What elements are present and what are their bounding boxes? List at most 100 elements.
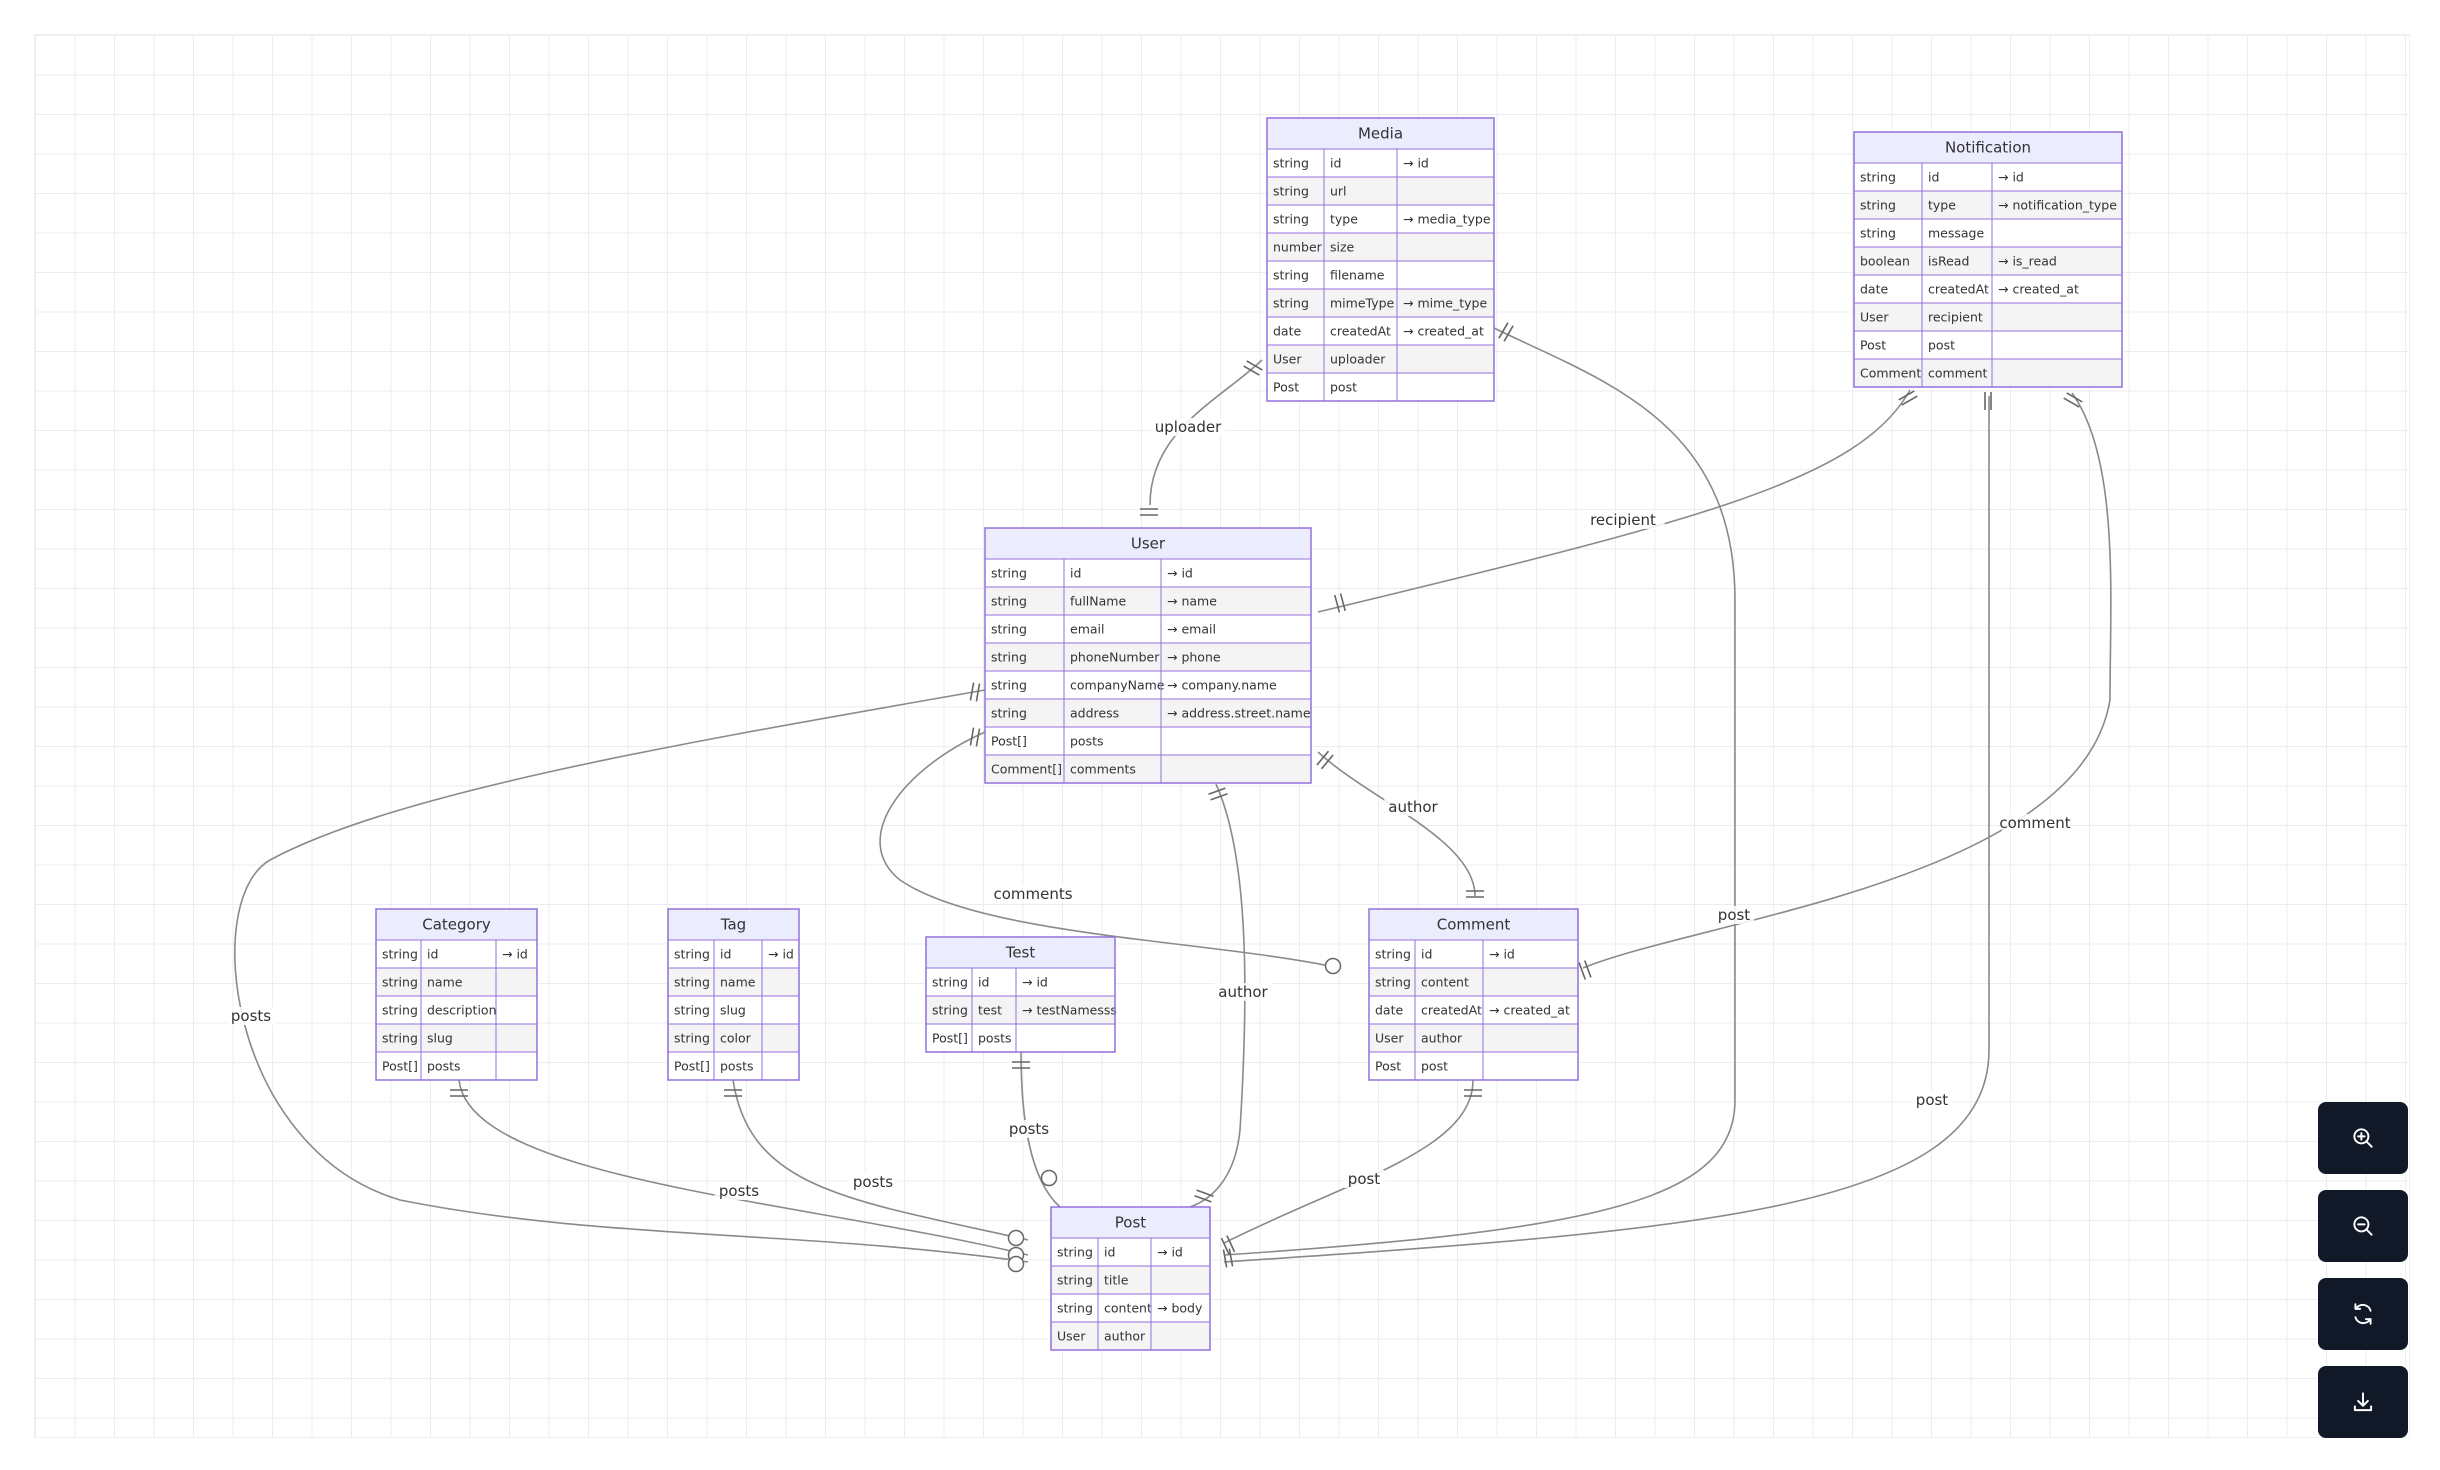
one-marker [1334, 593, 1346, 613]
attribute-mapping: → id [768, 947, 794, 962]
relationship-line-user-comments [879, 731, 1331, 967]
zero-many-marker [1324, 957, 1342, 975]
attribute-row [985, 559, 1311, 587]
refresh-icon [2354, 1303, 2372, 1325]
attribute-mapping: → name [1167, 594, 1217, 609]
zoom-in-icon [2353, 1128, 2373, 1148]
attribute-row [1267, 149, 1494, 177]
attribute-type: string [1375, 947, 1411, 962]
one-marker-bar [2066, 392, 2083, 403]
attribute-row [1267, 289, 1494, 317]
attribute-type: string [1057, 1273, 1093, 1288]
zoom-in-button[interactable] [2318, 1102, 2408, 1174]
attribute-type: string [991, 706, 1027, 721]
attribute-name: id [1070, 566, 1081, 581]
one-marker [1194, 1189, 1214, 1203]
attribute-name: uploader [1330, 352, 1386, 367]
attribute-name: email [1070, 622, 1104, 637]
attribute-row [1267, 233, 1494, 261]
attribute-type: string [1860, 226, 1896, 241]
relationship-line-category-posts [458, 1079, 1029, 1256]
attribute-name: createdAt [1330, 324, 1391, 339]
attribute-row [668, 1024, 799, 1052]
attribute-row [668, 968, 799, 996]
one-marker-bar [1898, 390, 1915, 401]
attribute-name: id [1421, 947, 1432, 962]
attribute-name: comments [1070, 762, 1136, 777]
relationship-label-notification-post: post [1916, 1091, 1949, 1109]
attribute-type: string [1375, 975, 1411, 990]
attribute-name: description [427, 1003, 497, 1018]
entity-title: Comment [1437, 916, 1511, 934]
relationship-line-post-author [1189, 783, 1246, 1208]
attribute-name: companyName [1070, 678, 1165, 693]
relationship-line-user-posts [234, 689, 1029, 1263]
attribute-type: User [1273, 352, 1302, 367]
zero-many-marker [1007, 1255, 1025, 1273]
attribute-row [376, 996, 537, 1024]
attribute-type: string [991, 678, 1027, 693]
attribute-row [1854, 331, 2122, 359]
relationship-label-notification-recipient: recipient [1590, 511, 1656, 529]
zoom-out-button[interactable] [2318, 1190, 2408, 1262]
attribute-type: User [1057, 1329, 1086, 1344]
attribute-row [926, 968, 1115, 996]
reset-view-button[interactable] [2318, 1278, 2408, 1350]
relationship-label-category-posts: posts [719, 1182, 759, 1200]
attribute-row [1854, 359, 2122, 387]
one-marker-bar [1246, 360, 1263, 371]
download-button[interactable] [2318, 1366, 2408, 1438]
entity-title: Media [1358, 125, 1403, 143]
attribute-mapping: → media_type [1403, 212, 1491, 227]
attribute-type: string [382, 1003, 418, 1018]
attribute-mapping: → body [1157, 1301, 1203, 1316]
one-marker-bar [975, 683, 981, 702]
one-marker-bar [1316, 750, 1330, 766]
attribute-type: string [382, 947, 418, 962]
attribute-name: recipient [1928, 310, 1983, 325]
one-marker [1578, 960, 1592, 980]
entity-border [1853, 131, 2123, 388]
attribute-name: message [1928, 226, 1984, 241]
zero-many-marker [1007, 1229, 1025, 1247]
relationship-label-bg [1343, 1170, 1385, 1188]
attribute-name: type [1928, 198, 1956, 213]
attribute-name: filename [1330, 268, 1385, 283]
attribute-name: name [720, 975, 756, 990]
attribute-type: date [1273, 324, 1301, 339]
one-marker [1984, 392, 1992, 410]
attribute-row [668, 996, 799, 1024]
attribute-name: address [1070, 706, 1119, 721]
relationship-line-comment-post [1223, 1079, 1474, 1244]
one-marker [1140, 508, 1158, 516]
attribute-row [1854, 191, 2122, 219]
one-marker [2063, 392, 2083, 408]
relationship-label-user-comments: comments [993, 885, 1072, 903]
attribute-type: string [1860, 170, 1896, 185]
attribute-name: createdAt [1928, 282, 1989, 297]
attribute-row [1267, 345, 1494, 373]
attribute-name: size [1330, 240, 1355, 255]
attribute-name: isRead [1928, 254, 1969, 269]
attribute-type: string [1273, 296, 1309, 311]
attribute-row [1854, 303, 2122, 331]
relationship-label-bg [995, 885, 1071, 903]
relationship-line-test-posts [1020, 1051, 1061, 1208]
attribute-type: string [1273, 268, 1309, 283]
attribute-type: string [991, 594, 1027, 609]
attribute-name: posts [978, 1031, 1012, 1046]
one-marker [1012, 1061, 1030, 1069]
attribute-row [985, 615, 1311, 643]
relationship-label-tag-posts: posts [853, 1173, 893, 1191]
entity-header [985, 528, 1311, 559]
attribute-name: slug [427, 1031, 453, 1046]
attribute-mapping: → testNamesss [1022, 1003, 1117, 1018]
